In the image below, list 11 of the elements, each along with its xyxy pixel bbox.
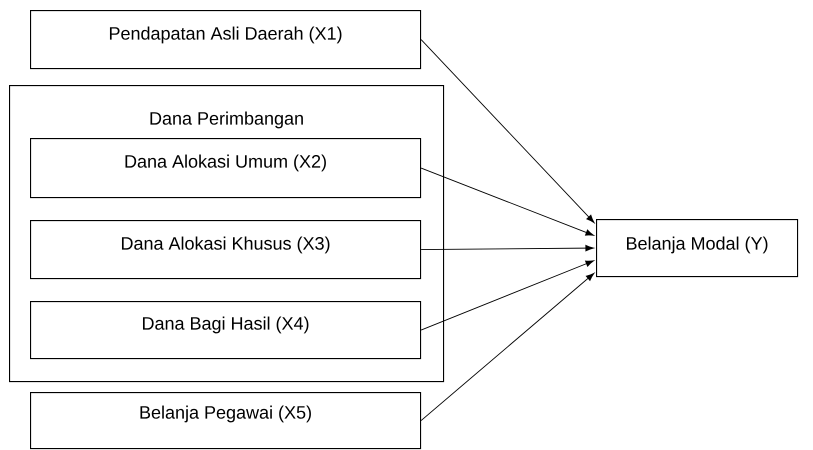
process-box: Belanja Pegawai (X5) [30, 392, 422, 450]
arrow [420, 39, 594, 224]
process-box: Dana Alokasi Umum (X2) [30, 138, 422, 198]
process-box: Dana Bagi Hasil (X4) [30, 301, 422, 360]
process-box: Belanja Modal (Y) [596, 219, 798, 278]
arrow [420, 244, 594, 252]
arrow [420, 260, 594, 330]
arrow [420, 168, 594, 236]
process-box: Dana Alokasi Khusus (X3) [30, 220, 422, 280]
process-box: Pendapatan Asli Daerah (X1) [30, 10, 422, 70]
arrow [420, 272, 594, 421]
